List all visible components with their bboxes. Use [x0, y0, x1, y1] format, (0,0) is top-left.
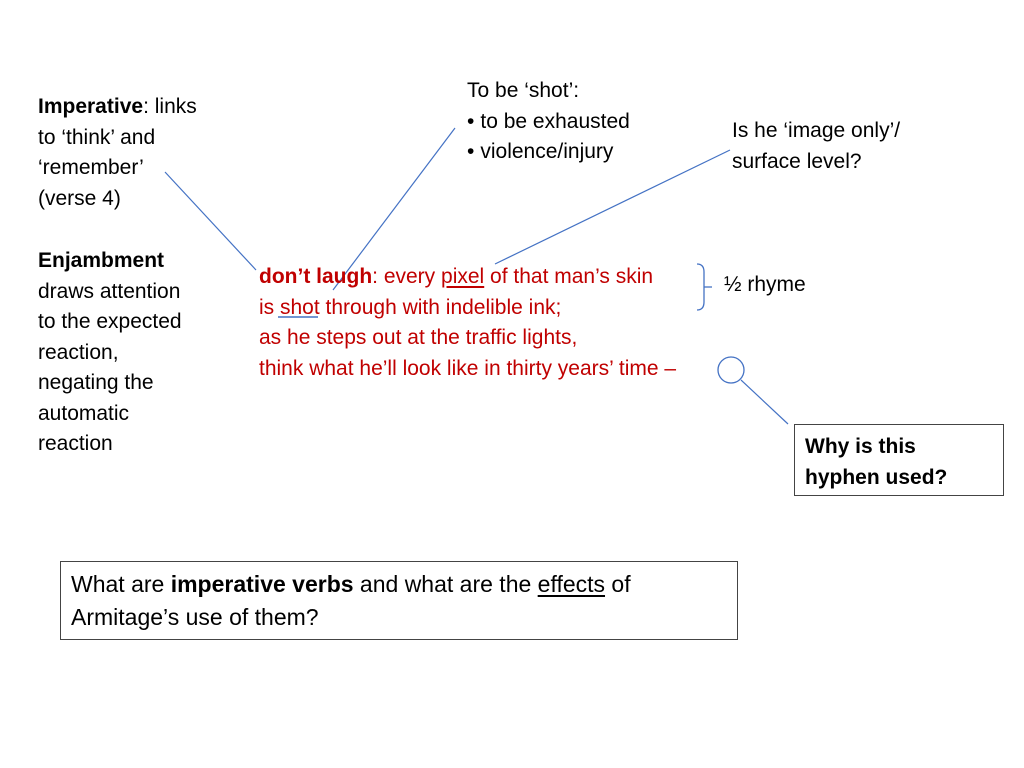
question-c: of — [605, 571, 631, 597]
question-l1: What are imperative verbs and what are t… — [71, 568, 727, 601]
hyphen-box-l1: Why is this — [805, 435, 916, 458]
rhyme-note: ½ rhyme — [724, 273, 806, 296]
shot-note-title: To be ‘shot’: — [467, 79, 580, 102]
enj-text-l4: negating the — [38, 371, 154, 394]
enj-text-l6: reaction — [38, 432, 113, 455]
poem-shot: shot — [280, 295, 320, 319]
enj-text-l2: to the expected — [38, 310, 182, 333]
hyphen-question-box: Why is this hyphen used? — [794, 424, 1004, 496]
image-note-l1: Is he ‘image only’/ — [732, 119, 901, 142]
connector-hyphen — [740, 379, 789, 425]
question-a: What are — [71, 571, 171, 597]
enjambment-note: Enjambment draws attention to the expect… — [38, 246, 182, 460]
imperative-text-l4: (verse 4) — [38, 186, 121, 210]
poem-line-3: as he steps out at the traffic lights, — [259, 326, 578, 349]
poem-line-1: don’t laugh: every pixel of that man’s s… — [259, 262, 676, 293]
shot-bullet-1: to be exhausted — [467, 107, 629, 138]
poem-l1-a: : every — [372, 265, 442, 288]
question-bold: imperative verbs — [170, 571, 354, 597]
imperative-term: Imperative — [38, 95, 144, 118]
question-underlined: effects — [537, 571, 606, 597]
poem-l2-a: is — [259, 295, 280, 319]
imperative-text-l1: : links — [143, 95, 197, 118]
shot-bullet-2: violence/injury — [467, 137, 630, 168]
poem-line-2: is shot through with indelible ink; — [259, 293, 676, 324]
imperative-note: Imperative: links to ‘think’ and ‘rememb… — [38, 92, 197, 214]
poem-line-4: think what he’ll look like in thirty yea… — [259, 356, 677, 380]
question-box: What are imperative verbs and what are t… — [60, 561, 738, 640]
enj-text-l1: draws attention — [38, 279, 181, 303]
imperative-text-l3: ‘remember’ — [38, 156, 144, 179]
poem-pixel: pixel — [441, 265, 485, 288]
image-note: Is he ‘image only’/ surface level? — [732, 116, 900, 177]
poem-imperative: don’t laugh — [259, 265, 373, 288]
hyphen-circle — [717, 356, 745, 384]
poem-l1-b: of that man’s skin — [484, 265, 654, 288]
image-note-l2: surface level? — [732, 149, 862, 173]
poem-extract: don’t laugh: every pixel of that man’s s… — [259, 262, 676, 384]
enjambment-term: Enjambment — [38, 249, 165, 272]
enj-text-l5: automatic — [38, 401, 130, 425]
rhyme-bracket — [696, 263, 705, 311]
shot-note: To be ‘shot’: to be exhausted violence/i… — [467, 76, 630, 168]
enj-text-l3: reaction, — [38, 340, 119, 364]
poem-l2-b: through with indelible ink; — [319, 295, 562, 319]
imperative-text-l2: to ‘think’ and — [38, 125, 156, 149]
question-b: and what are the — [353, 571, 538, 597]
question-l2: Armitage’s use of them? — [71, 604, 319, 630]
hyphen-box-l2: hyphen used? — [805, 465, 948, 489]
